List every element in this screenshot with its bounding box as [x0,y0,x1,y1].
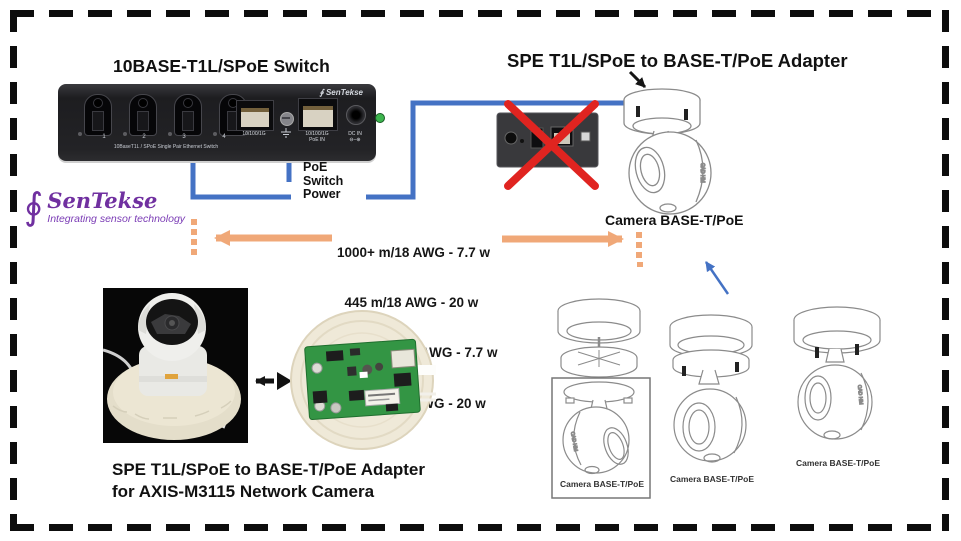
camera-drawing-right: CAD HM [793,306,881,440]
caption-line-2: for AXIS-M3115 Network Camera [112,482,375,501]
adapter-camera-drawing: CAD HM [623,88,712,215]
camera-side-text: CAD HM [569,431,578,451]
spec-line: 1000+ m/18 AWG - 7.7 w [337,244,490,260]
poe-switch-power-label: PoE Switch Power [303,160,344,202]
port-number: 2 [142,134,146,140]
adapter-caption: SPE T1L/SPoE to BASE-T/PoE Adapter for A… [112,459,425,503]
switch-title: 10BASE-T1L/SPoE Switch [113,56,330,76]
uplink-port-label: 10/100/1G [242,131,266,137]
camera-drawing-label-1: Camera BASE-T/PoE [559,479,645,489]
swap-arrow-icon [255,372,292,390]
camera-pointer-arrow [704,261,730,295]
adapter-title-arrow [628,70,647,89]
poe-power-line: Power [303,187,341,201]
switch-brand-label: ∮ SenTekse [319,88,363,97]
poe-power-line: Switch [303,173,344,188]
sentekse-logo: ∮ SenTekse Integrating sensor technology [24,185,186,228]
poe-in-label-line: PoE IN [309,137,325,143]
ground-icon [281,128,291,138]
dc-jack [346,105,366,125]
port-number: 1 [102,134,106,140]
camera-drawing-label-3: Camera BASE-T/PoE [795,458,881,468]
integral-icon: ∮ [24,185,44,228]
adapter-title: SPE T1L/SPoE to BASE-T/PoE Adapter [507,50,848,71]
axis-camera-photo [103,288,248,443]
spe-port-2 [129,94,157,136]
spe-port-3 [174,94,202,136]
dc-polarity-icon: ⊖–⊕ [349,137,361,143]
logo-name: SenTekse [47,188,158,213]
spe-port-1 [84,94,112,136]
poe-in-rj45-port [298,98,338,131]
caption-line-1: SPE T1L/SPoE to BASE-T/PoE Adapter [112,460,425,479]
spe-switch-device: ∮ SenTekse 1 2 3 4 10BaseT1L / SPoE Sing… [58,84,385,161]
port-led [78,132,82,136]
switch-ports-caption: 10BaseT1L / SPoE Single Pair Ethernet Sw… [113,144,219,150]
uplink-rj45-port [236,100,274,131]
camera-drawing-exploded: CAD HM [551,298,651,499]
media-converter-crossed [496,100,599,190]
dc-in-label: DC IN ⊖–⊕ [340,131,370,143]
camera-drawing-middle [669,314,753,463]
red-x-icon [504,100,599,190]
poe-in-port-label: 10/100/1G PoE IN [294,131,340,143]
camera-side-text: CAD HM [699,163,705,183]
camera-side-text: CAD HM [856,385,864,405]
poe-power-line: PoE [303,160,328,174]
port-number: 3 [182,134,186,140]
distance-arrow-right [497,231,643,267]
port-numbers: 1 2 3 4 [84,134,244,140]
ground-screw-icon [280,112,294,126]
logo-tagline: Integrating sensor technology [47,213,186,225]
camera-base-t-poe-label: Camera BASE-T/PoE [605,212,744,228]
power-led [375,113,385,123]
camera-drawing-label-2: Camera BASE-T/PoE [669,474,755,484]
adapter-pcb-photo [290,310,436,450]
port-number: 4 [222,134,226,140]
